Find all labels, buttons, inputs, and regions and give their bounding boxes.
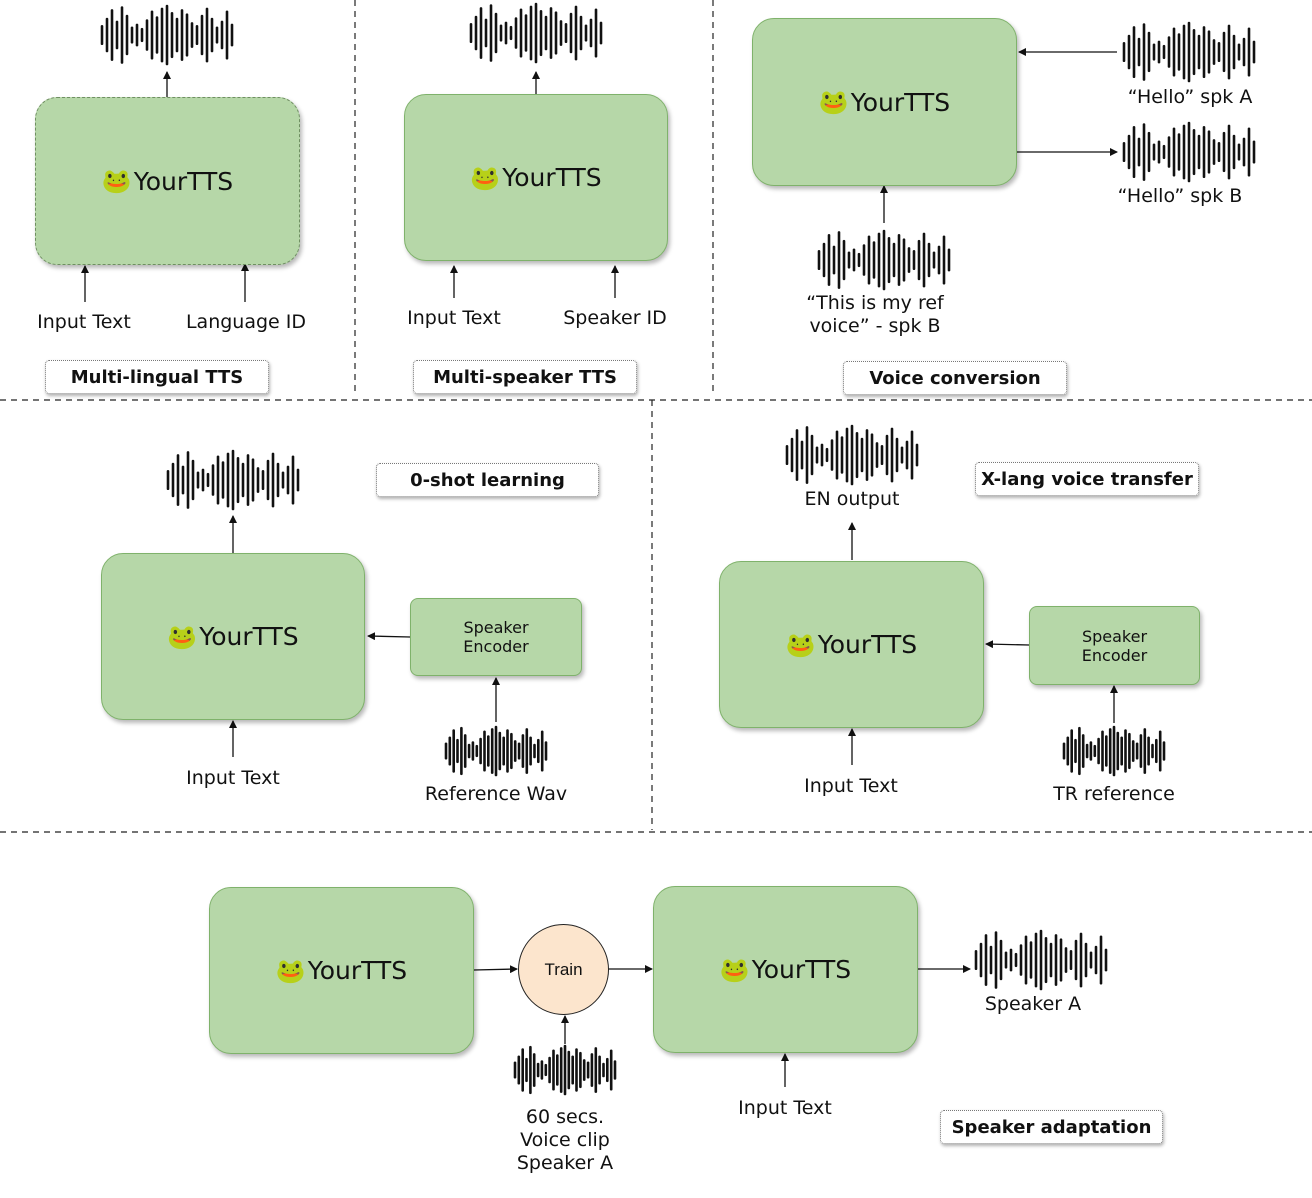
waveform-xl-output	[785, 424, 919, 486]
speaker-encoder-box: Speaker Encoder	[1029, 606, 1200, 685]
tag-xlang-voice-transfer: X-lang voice transfer	[975, 462, 1199, 496]
label-ref-voice-line1: “This is my ref	[806, 292, 944, 314]
arrow-sa-train-in	[473, 965, 518, 974]
label-clip-line2: Voice clip	[520, 1129, 610, 1151]
yourtts-box-adapted: 🐸YourTTS	[653, 886, 918, 1053]
tag-zero-shot-learning: 0-shot learning	[376, 463, 599, 497]
yourtts-box-pretrained: 🐸YourTTS	[209, 887, 474, 1054]
train-circle: Train	[518, 924, 609, 1015]
model-label: YourTTS	[199, 622, 299, 651]
model-label: YourTTS	[502, 163, 602, 192]
label-reference-wav: Reference Wav	[424, 783, 568, 805]
tag-multispeaker-tts: Multi-speaker TTS	[413, 360, 637, 394]
label-input-text: Input Text	[407, 307, 501, 329]
label-language-id: Language ID	[185, 311, 307, 333]
label-en-output: EN output	[804, 488, 900, 510]
label-input-text: Input Text	[186, 767, 280, 789]
label-input-text: Input Text	[738, 1097, 832, 1119]
frog-icon: 🐸	[470, 163, 501, 192]
yourtts-box-multispeaker: 🐸YourTTS	[404, 94, 668, 261]
frog-icon: 🐸	[719, 955, 750, 984]
frog-icon: 🐸	[275, 956, 306, 985]
waveform-xl-tr-reference	[1062, 725, 1166, 777]
frog-icon: 🐸	[785, 630, 816, 659]
waveform-sa-output	[974, 929, 1108, 991]
model-label: YourTTS	[751, 955, 852, 984]
label-clip-line1: 60 secs.	[525, 1106, 605, 1128]
model-label: YourTTS	[817, 630, 918, 659]
waveform-zs-reference	[444, 725, 548, 777]
waveform-sa-voice-clip	[513, 1044, 617, 1096]
model-label: YourTTS	[133, 166, 234, 196]
label-hello-spk-b: “Hello” spk B	[1117, 185, 1243, 207]
model-label: YourTTS	[307, 956, 408, 985]
label-input-text: Input Text	[37, 311, 131, 333]
tag-multilingual-tts: Multi-lingual TTS	[45, 360, 269, 394]
waveform-ml-output	[100, 4, 234, 66]
label-tr-reference: TR reference	[1053, 783, 1175, 805]
tag-speaker-adaptation: Speaker adaptation	[940, 1110, 1163, 1144]
arrow-zs-enc	[367, 632, 411, 641]
waveform-vc-ref	[817, 229, 951, 291]
yourtts-box-multilingual: 🐸YourTTS	[35, 97, 300, 265]
tag-voice-conversion: Voice conversion	[843, 361, 1067, 395]
model-label: YourTTS	[850, 87, 951, 117]
arrow-xl-enc	[985, 640, 1030, 649]
label-hello-spk-a: “Hello” spk A	[1127, 86, 1253, 108]
label-clip-line3: Speaker A	[516, 1152, 614, 1174]
speaker-encoder-box: Speaker Encoder	[410, 598, 582, 676]
label-ref-voice-line2: voice” - spk B	[809, 315, 941, 337]
waveform-vc-spk-b	[1122, 121, 1256, 183]
waveform-ms-output	[469, 2, 603, 64]
frog-icon: 🐸	[818, 88, 849, 116]
label-speaker-a-output: Speaker A	[984, 993, 1082, 1015]
yourtts-box-zero-shot: 🐸YourTTS	[101, 553, 365, 720]
label-speaker-id: Speaker ID	[563, 307, 667, 329]
label-input-text: Input Text	[804, 775, 898, 797]
frog-icon: 🐸	[101, 167, 132, 195]
frog-icon: 🐸	[167, 622, 198, 651]
waveform-zs-output	[166, 449, 300, 511]
yourtts-box-voice-conversion: 🐸YourTTS	[752, 18, 1017, 186]
waveform-vc-spk-a	[1122, 21, 1256, 83]
yourtts-box-xlang: 🐸YourTTS	[719, 561, 984, 728]
